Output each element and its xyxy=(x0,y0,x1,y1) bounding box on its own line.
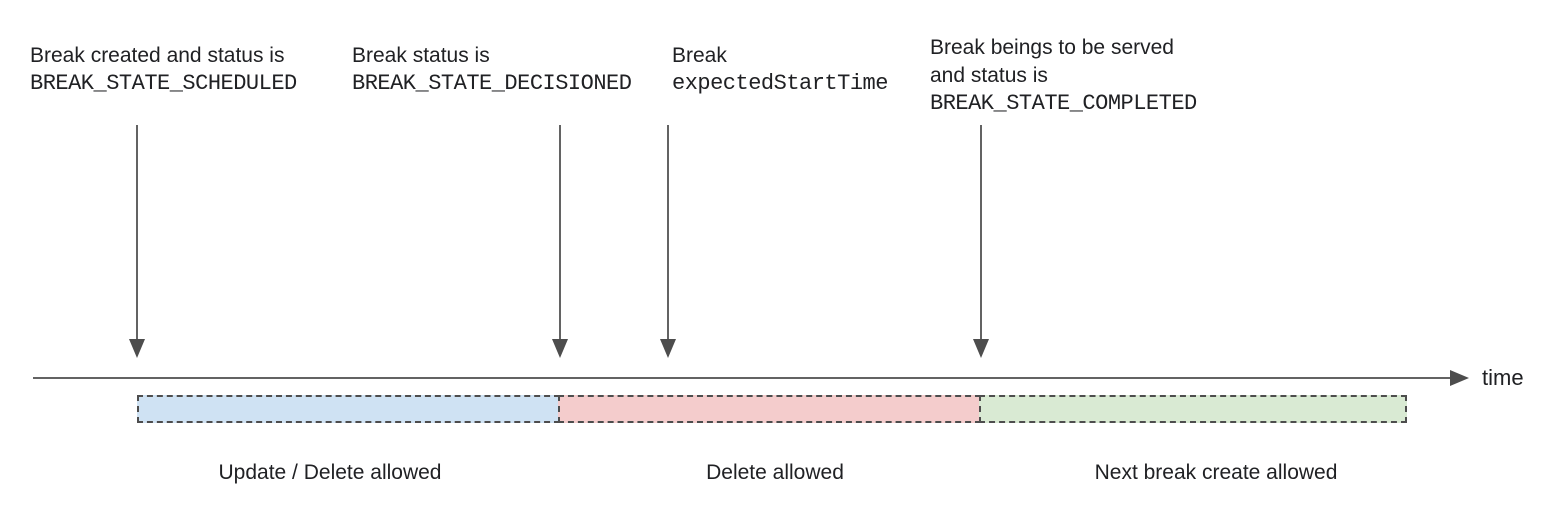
timeline-label: time xyxy=(1482,365,1524,390)
annotation-code: BREAK_STATE_COMPLETED xyxy=(930,91,1197,116)
down-arrow-icon xyxy=(973,339,989,358)
phase-label-next-break: Next break create allowed xyxy=(1094,461,1338,484)
annotation-decisioned: Break status is BREAK_STATE_DECISIONED xyxy=(352,42,662,98)
annotation-text: Break beings to be served and status is xyxy=(930,36,1174,87)
phase-segment-next-break xyxy=(979,395,1407,423)
annotation-scheduled: Break created and status is BREAK_STATE_… xyxy=(30,42,340,98)
annotation-completed: Break beings to be served and status is … xyxy=(930,34,1212,118)
down-arrow-icon xyxy=(660,339,676,358)
arrow-shaft xyxy=(136,125,138,341)
timeline-axis xyxy=(33,377,1453,379)
down-arrow-icon xyxy=(129,339,145,358)
annotation-expected-start: Break expectedStartTime xyxy=(672,42,932,98)
annotation-text: Break status is xyxy=(352,44,490,67)
right-arrow-icon xyxy=(1450,370,1469,386)
phase-label-update-delete: Update / Delete allowed xyxy=(218,461,442,484)
annotation-text: Break xyxy=(672,44,727,67)
annotation-code: BREAK_STATE_DECISIONED xyxy=(352,71,632,96)
annotation-code: expectedStartTime xyxy=(672,71,888,96)
arrow-shaft xyxy=(667,125,669,341)
phase-segment-update-delete xyxy=(137,395,560,423)
phase-segment-delete xyxy=(558,395,981,423)
arrow-shaft xyxy=(980,125,982,341)
down-arrow-icon xyxy=(552,339,568,358)
phase-label-delete: Delete allowed xyxy=(706,461,844,484)
annotation-code: BREAK_STATE_SCHEDULED xyxy=(30,71,297,96)
arrow-shaft xyxy=(559,125,561,341)
annotation-text: Break created and status is xyxy=(30,44,285,67)
